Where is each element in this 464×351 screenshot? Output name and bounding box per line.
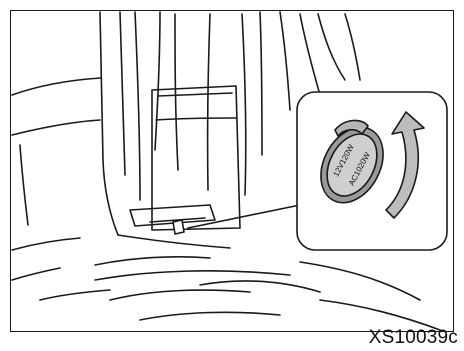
figure-code: XS10039c (369, 327, 458, 349)
